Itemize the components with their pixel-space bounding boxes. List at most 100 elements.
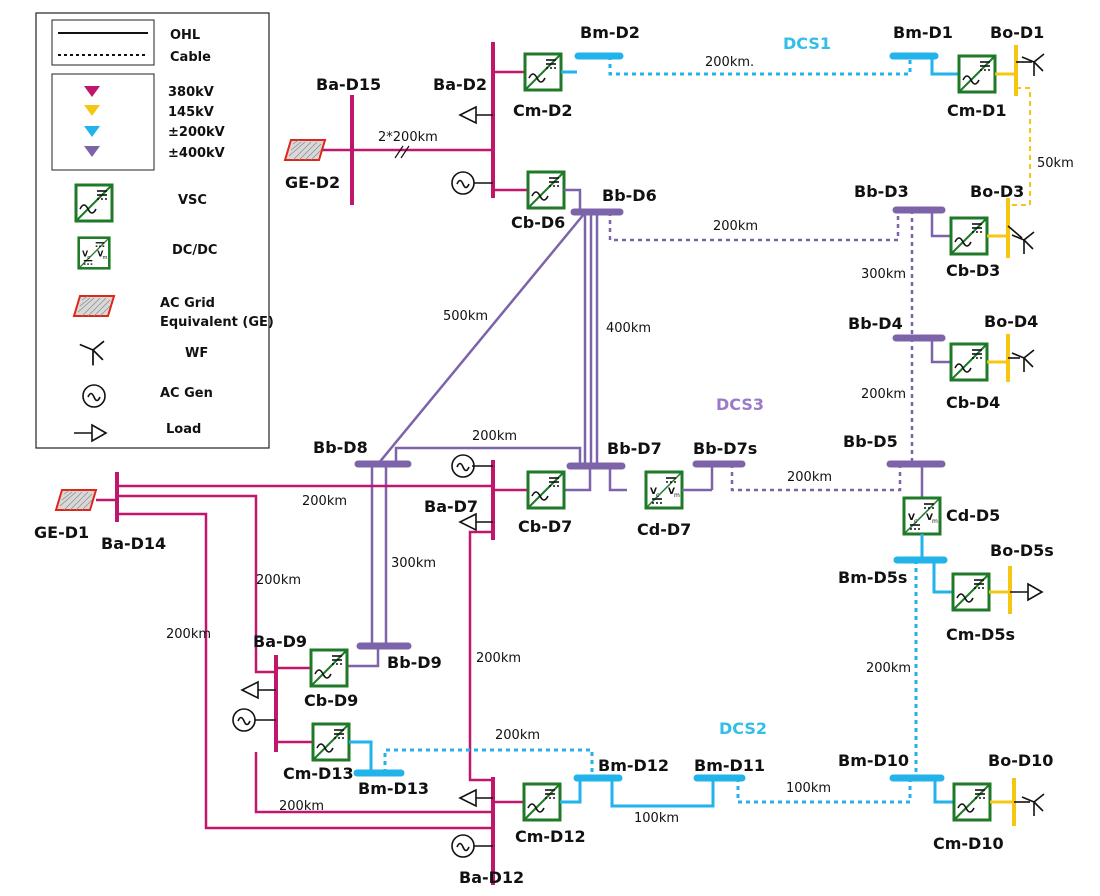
gen-icon xyxy=(451,171,475,195)
legend-ge-icon xyxy=(73,295,115,317)
legend-gen: AC Gen xyxy=(160,386,213,401)
legend-load: Load xyxy=(166,422,201,437)
dist-bbd6-bbd7: 400km xyxy=(606,321,651,336)
legend-vsc-icon xyxy=(74,183,114,223)
label-cb-d7: Cb-D7 xyxy=(518,517,572,536)
label-ba-d12: Ba-D12 xyxy=(459,868,524,887)
cable-bmd11-bmd10 xyxy=(736,778,912,804)
load-icon xyxy=(458,788,477,808)
dist-bbd6-bbd3: 200km xyxy=(713,219,758,234)
legend-ge-2: Equivalent (GE) xyxy=(160,315,274,330)
legend-380: 380kV xyxy=(168,85,214,100)
line-bbd8-bbd7 xyxy=(394,446,582,466)
dcs3-network xyxy=(347,198,1043,668)
load-icon xyxy=(458,105,477,125)
label-bm-d12: Bm-D12 xyxy=(598,756,669,775)
wf-icon xyxy=(1021,793,1045,817)
wf-icon xyxy=(1011,349,1035,373)
legend-145: 145kV xyxy=(168,105,214,120)
label-bo-d5s: Bo-D5s xyxy=(990,541,1054,560)
legend-wf: WF xyxy=(185,346,208,361)
label-bo-d10: Bo-D10 xyxy=(988,751,1053,770)
load-icon xyxy=(1009,583,1043,601)
label-ba-d7: Ba-D7 xyxy=(424,497,478,516)
dist-bbd7s-bbd5: 200km xyxy=(787,470,832,485)
label-bo-d3: Bo-D3 xyxy=(970,182,1024,201)
label-bm-d13: Bm-D13 xyxy=(358,779,429,798)
label-cb-d3: Cb-D3 xyxy=(946,261,1000,280)
legend-400-marker xyxy=(84,146,100,157)
load-icon xyxy=(458,512,477,532)
cm-d12-converter xyxy=(522,782,562,822)
cm-d2-converter xyxy=(523,52,563,92)
cable-bod1-bod3 xyxy=(1010,87,1031,206)
label-bb-d8: Bb-D8 xyxy=(313,438,368,457)
cb-d9-converter xyxy=(309,648,349,688)
dist-bbd8-bbd9: 300km xyxy=(391,556,436,571)
label-cb-d9: Cb-D9 xyxy=(304,691,358,710)
cable-bmd13-bmd12 xyxy=(383,748,594,778)
dist-bod1-bod3: 50km xyxy=(1037,156,1074,171)
cb-d7-converter xyxy=(526,470,566,510)
gen-icon xyxy=(451,454,475,478)
legend-ohl: OHL xyxy=(170,28,200,43)
line-bmd12-bmd11 xyxy=(610,778,715,808)
dist-bad9-bad12: 200km xyxy=(279,799,324,814)
label-bm-d2: Bm-D2 xyxy=(580,23,640,42)
legend: OHL Cable 380kV 145kV ±200kV ±400kV VSC … xyxy=(35,12,274,449)
label-bb-d9: Bb-D9 xyxy=(387,653,442,672)
cb-d3-converter xyxy=(949,216,989,256)
cm-d13-converter xyxy=(311,722,351,762)
dcs1-network xyxy=(284,42,1045,212)
gen-icon xyxy=(232,708,256,732)
label-bm-d10: Bm-D10 xyxy=(838,751,909,770)
label-dcs2: DCS2 xyxy=(719,719,767,738)
dist-bbd8-bbd7: 200km xyxy=(472,429,517,444)
line-bbd8-bbd6 xyxy=(377,213,585,465)
dist-bad14-bad12: 200km xyxy=(166,627,211,642)
legend-cable: Cable xyxy=(170,50,211,65)
legend-380-marker xyxy=(84,86,100,97)
cm-d10-converter xyxy=(952,782,992,822)
label-cb-d4: Cb-D4 xyxy=(946,393,1000,412)
label-bb-d3: Bb-D3 xyxy=(854,182,909,201)
cb-d4-converter xyxy=(949,342,989,382)
dist-ba15-ba2: 2*200km xyxy=(378,130,438,145)
dcs2-network xyxy=(573,560,1045,826)
label-cm-d5s: Cm-D5s xyxy=(946,625,1015,644)
label-bm-d11: Bm-D11 xyxy=(694,756,765,775)
ge-d2-icon xyxy=(284,139,326,161)
dist-bmd2-bmd1: 200km. xyxy=(705,55,754,70)
label-cm-d10: Cm-D10 xyxy=(933,834,1004,853)
dist-bbd8-bbd6: 500km xyxy=(443,309,488,324)
legend-200: ±200kV xyxy=(168,125,225,140)
wf-icon xyxy=(1011,231,1035,255)
dist-bmd13-bmd12: 200km xyxy=(495,728,540,743)
label-cb-d6: Cb-D6 xyxy=(511,213,565,232)
cable-bbd6-bbd3 xyxy=(608,212,900,242)
label-bo-d1: Bo-D1 xyxy=(990,23,1044,42)
label-ba-d15: Ba-D15 xyxy=(316,75,381,94)
cd-d7-converter xyxy=(644,470,684,510)
dist-bmd12-bmd11: 100km xyxy=(634,811,679,826)
label-bb-d7: Bb-D7 xyxy=(607,439,662,458)
label-ge-d2: GE-D2 xyxy=(285,173,340,192)
line-bad9-bad12 xyxy=(254,752,493,814)
dist-bbd4-bbd5: 200km xyxy=(861,387,906,402)
line-bad7-bad12 xyxy=(468,530,493,782)
dist-bad7-bad12: 200km xyxy=(476,651,521,666)
label-ba-d9: Ba-D9 xyxy=(253,632,307,651)
legend-200-marker xyxy=(84,126,100,137)
legend-vsc: VSC xyxy=(178,193,207,208)
legend-ge-1: AC Grid xyxy=(160,296,215,311)
cable-bmd2-bmd1 xyxy=(608,56,912,76)
line-bad14-bad12 xyxy=(117,512,493,830)
line-bad14-bad9 xyxy=(117,494,276,674)
wf-icon xyxy=(1021,53,1045,77)
legend-dcdc: DC/DC xyxy=(172,243,217,258)
label-cm-d2: Cm-D2 xyxy=(513,101,572,120)
dist-bmd5s-bmd10: 200km xyxy=(866,661,911,676)
label-cm-d1: Cm-D1 xyxy=(947,101,1006,120)
dist-bmd11-bmd10: 100km xyxy=(786,781,831,796)
